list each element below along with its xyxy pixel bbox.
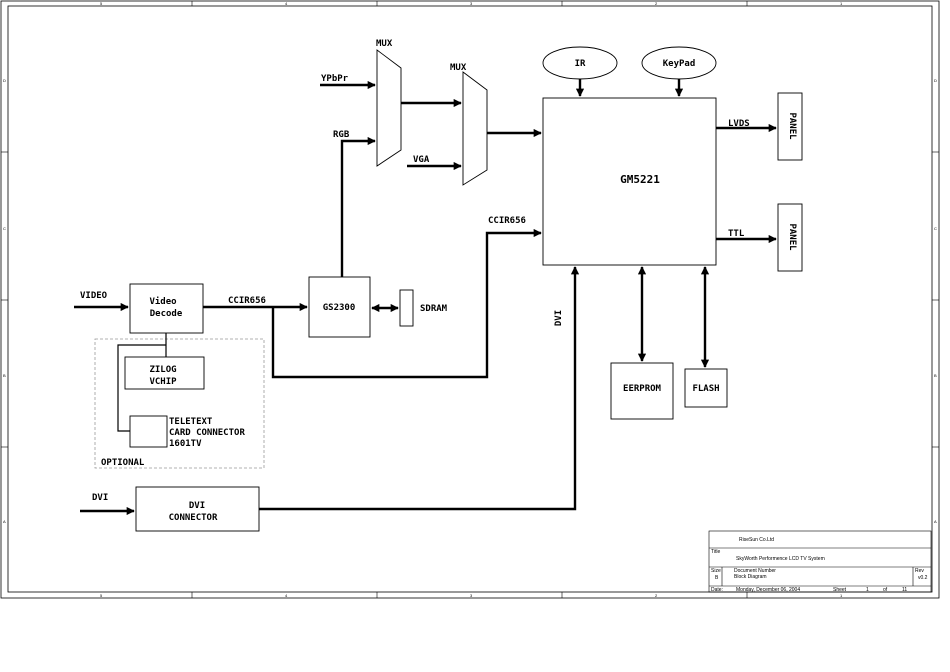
zone-right-b: B	[934, 373, 937, 378]
dvi-vertical-label: DVI	[554, 310, 564, 326]
zone-left-a: A	[3, 519, 6, 524]
title-block	[708, 530, 932, 593]
title-block-docnum-caption: Document Number	[734, 568, 776, 574]
dvi-connector-label-line1: DVI	[189, 501, 205, 511]
panel2-label: PANEL	[787, 223, 797, 251]
title-block-sheet: 1	[866, 587, 869, 593]
title-block-docnum: Block Diagram	[734, 574, 767, 580]
panel1-block	[777, 92, 803, 161]
zilog-block	[124, 356, 205, 390]
teletext-label-line3: 1601TV	[169, 439, 202, 449]
dvi-to-gm5221-wire	[259, 266, 580, 511]
vga-label: VGA	[413, 155, 430, 165]
zone-right-a: A	[934, 519, 937, 524]
panel1-label: PANEL	[787, 112, 797, 140]
title-block-rev: v0.2	[918, 575, 928, 581]
title-block-total: 11	[902, 587, 907, 593]
mux1-label: MUX	[376, 39, 393, 49]
flash-block	[684, 368, 728, 408]
video-decode-label-line1: Video	[149, 296, 176, 307]
teletext-label-line2: CARD CONNECTOR	[169, 428, 245, 438]
panel2-block	[777, 203, 803, 272]
ccir656-gm5221-label: CCIR656	[488, 216, 526, 226]
title-block-date-caption: Date:	[711, 587, 723, 593]
optional-wires	[117, 333, 167, 432]
zone-bottom-3: 3	[470, 593, 473, 598]
dvi-connector-label-line2: CONNECTOR	[169, 513, 218, 523]
signal-wires	[74, 79, 777, 516]
sheet-frame	[0, 0, 940, 599]
teletext-connector-block	[129, 415, 168, 448]
zone-top-4: 4	[285, 1, 288, 6]
title-block-size-caption: Size	[711, 568, 721, 574]
teletext-label-line1: TELETEXT	[169, 417, 213, 427]
decode-to-teletext-wire	[117, 344, 166, 432]
zone-top-1: 1	[840, 1, 843, 6]
zone-right-c: C	[934, 226, 937, 231]
zone-bottom-2: 2	[655, 593, 658, 598]
zone-bottom-1: 1	[840, 593, 843, 598]
zone-bottom-5: 5	[100, 593, 103, 598]
ypbpr-label: YPbPr	[321, 74, 349, 84]
rgb-label: RGB	[333, 130, 350, 140]
zone-top-3: 3	[470, 1, 473, 6]
zone-right-d: D	[934, 78, 937, 83]
video-label: VIDEO	[80, 291, 108, 301]
lvds-label: LVDS	[728, 119, 750, 129]
mux2-shape	[462, 71, 488, 186]
title-block-of-caption: of	[883, 587, 888, 593]
frame-ticks	[1, 1, 939, 598]
optional-label: OPTIONAL	[101, 458, 145, 468]
optional-region	[94, 338, 265, 469]
title-block-size: B	[715, 575, 719, 581]
ccir656-to-gm5221-wire	[271, 228, 542, 379]
title-block-title-caption: Title	[711, 549, 720, 555]
gm5221-block	[542, 97, 717, 266]
gs2300-label: GS2300	[323, 303, 356, 313]
mux2-label: MUX	[450, 63, 467, 73]
title-block-company: RiseSun Co.Ltd	[739, 537, 774, 543]
title-block-title: SkyWorth Performence LCD TV System	[736, 556, 825, 562]
zone-left-b: B	[3, 373, 6, 378]
ttl-label: TTL	[728, 229, 745, 239]
gm5221-label: GM5221	[620, 173, 660, 186]
ccir656-decode-label: CCIR656	[228, 296, 266, 306]
eerprom-label: EERPROM	[623, 384, 662, 394]
keypad-label: KeyPad	[663, 59, 696, 69]
zone-left-c: C	[3, 226, 6, 231]
zone-top-2: 2	[655, 1, 658, 6]
rgb-wire	[340, 136, 376, 277]
sdram-label: SDRAM	[420, 304, 448, 314]
eerprom-block	[610, 362, 674, 420]
video-decode-label-line2: Decode	[150, 309, 183, 319]
dvi-connector-block	[135, 486, 260, 532]
zone-bottom-4: 4	[285, 593, 288, 598]
zilog-label-line1: ZILOG	[149, 365, 176, 375]
title-block-date: Monday, December 06, 2004	[736, 587, 800, 593]
zone-labels: 5 4 3 2 1 5 4 3 2 1 D C B A D C B A	[3, 1, 937, 598]
title-block-sheet-caption: Sheet	[833, 587, 847, 593]
zilog-label-line2: VCHIP	[149, 377, 177, 387]
ir-label: IR	[575, 59, 586, 69]
flash-label: FLASH	[692, 384, 719, 394]
dvi-input-label: DVI	[92, 493, 108, 503]
sdram-block	[399, 289, 414, 327]
zone-left-d: D	[3, 78, 6, 83]
mux1-shape	[376, 49, 402, 167]
title-block-rev-caption: Rev	[915, 568, 924, 574]
gs2300-block	[308, 276, 371, 338]
zone-top-5: 5	[100, 1, 103, 6]
